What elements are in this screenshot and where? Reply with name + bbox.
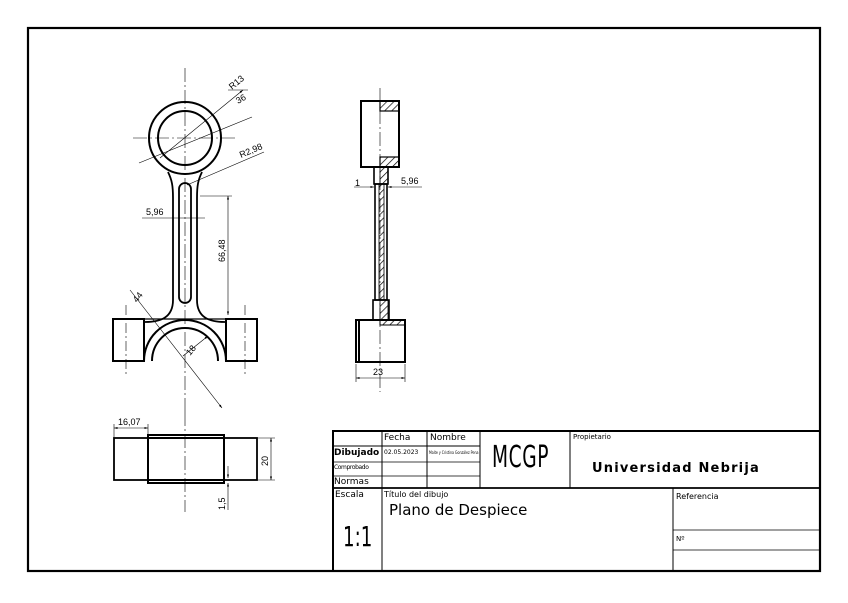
- nombre-header: Nombre: [430, 433, 466, 443]
- referencia-label: Referencia: [676, 492, 719, 501]
- dim-596: 5,96: [146, 207, 164, 217]
- fecha-header: Fecha: [384, 433, 411, 443]
- title-block-grid: [332, 430, 821, 572]
- top-view-dimensions: [113, 424, 275, 510]
- dim-18: 18: [184, 343, 198, 357]
- normas-label: Normas: [334, 477, 369, 487]
- titulo-label: Título del dibujo: [384, 490, 449, 499]
- dim-r298: R2,98: [238, 141, 264, 160]
- dim-6648: 66,48: [217, 239, 227, 262]
- comprobado-label: Comprobado: [334, 464, 369, 471]
- escala-label: Escala: [335, 490, 364, 500]
- numero-label: Nº: [676, 535, 685, 543]
- dim-44: 44: [131, 290, 145, 304]
- dibujado-date: 02.05.2023: [384, 449, 419, 456]
- dim-1: 1: [355, 178, 360, 188]
- titulo-value: Plano de Despiece: [389, 501, 528, 519]
- dim-20: 20: [260, 456, 270, 466]
- dibujado-label: Dibujado: [334, 448, 380, 458]
- dim-23: 23: [373, 367, 383, 377]
- propietario-label: Propietario: [573, 433, 611, 441]
- dim-r13: R13: [227, 73, 246, 91]
- side-view-dimension-text: 1 5,96 23: [355, 176, 419, 377]
- dim-596-side: 5,96: [401, 176, 419, 186]
- drawing-code: MCGP: [492, 440, 550, 475]
- side-view-dimensions: [354, 185, 422, 382]
- top-view-dimension-text: 16,07 20 1,5: [118, 417, 270, 510]
- front-view-dimensions: [129, 89, 265, 409]
- dim-36: 36: [234, 92, 248, 106]
- escala-value: 1:1: [343, 520, 373, 553]
- propietario-value: Universidad Nebrija: [592, 461, 760, 476]
- dim-15: 1,5: [217, 497, 227, 510]
- dim-1607: 16,07: [118, 417, 141, 427]
- top-view: [113, 412, 258, 512]
- side-view: [355, 88, 406, 392]
- dibujado-name: Maite y Cristina González Pena: [429, 450, 479, 455]
- front-view: [112, 68, 258, 412]
